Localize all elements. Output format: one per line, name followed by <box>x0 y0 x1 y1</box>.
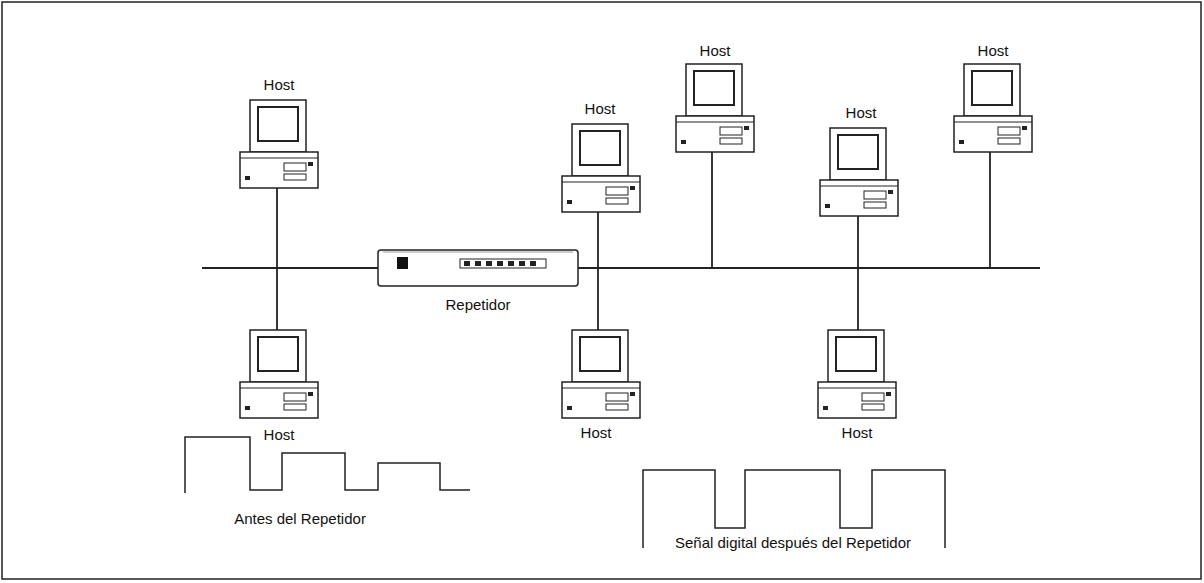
signal-caption: Antes del Repetidor <box>234 510 366 529</box>
repeater-label: Repetidor <box>445 296 510 315</box>
host-label: Host <box>264 426 295 445</box>
attenuated-signal <box>185 437 470 493</box>
host-label: Host <box>700 42 731 61</box>
host-label: Host <box>264 76 295 95</box>
host-label: Host <box>978 42 1009 61</box>
host-computers <box>240 64 1032 418</box>
host-label: Host <box>842 424 873 443</box>
host-label: Host <box>581 424 612 443</box>
host-label: Host <box>846 104 877 123</box>
signal-caption: Señal digital después del Repetidor <box>668 534 918 553</box>
host-label: Host <box>585 100 616 119</box>
repeater-device <box>378 250 578 286</box>
